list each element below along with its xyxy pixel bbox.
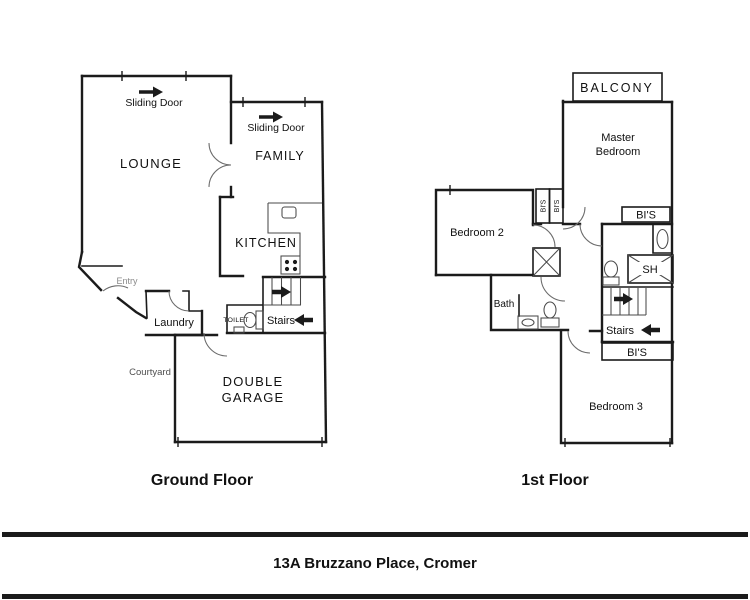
arrow-right-icon bbox=[139, 86, 163, 98]
address-title: 13A Bruzzano Place, Cromer bbox=[273, 555, 477, 572]
sink-icon bbox=[281, 206, 297, 219]
bench-outline bbox=[267, 202, 322, 256]
arrow-right-icon bbox=[614, 293, 633, 305]
linen-cupboard-box bbox=[532, 247, 561, 277]
bis-label-vertical: BI'S bbox=[541, 199, 548, 212]
stove-icon bbox=[280, 255, 301, 275]
first-floor-fixtures bbox=[517, 228, 669, 330]
tick-mark bbox=[449, 185, 671, 447]
ground-toilet-fixture bbox=[233, 310, 264, 334]
builtin-wardrobe-box bbox=[548, 188, 564, 224]
master-bedroom-label-line1: Master bbox=[601, 132, 635, 144]
door-arc bbox=[208, 142, 232, 166]
master-bedroom-label-line2: Bedroom bbox=[596, 146, 641, 158]
stove-burners-icon bbox=[284, 259, 298, 272]
shower-box bbox=[627, 254, 674, 284]
shower-outline bbox=[627, 254, 674, 284]
toilet-label: TOILET bbox=[223, 317, 248, 324]
wall bbox=[489, 273, 570, 332]
arrow-left-icon bbox=[641, 324, 660, 336]
arrow-right-icon bbox=[259, 111, 283, 123]
first-floor-walls bbox=[434, 72, 675, 447]
bis-label-master: BI'S bbox=[636, 210, 656, 222]
wall bbox=[182, 290, 203, 312]
first-floor-labels: BALCONY Master Bedroom Bedroom 2 BI'S BI… bbox=[450, 81, 658, 489]
kitchen-label: KITCHEN bbox=[235, 236, 297, 250]
vanity-icon bbox=[517, 315, 539, 330]
door-arc bbox=[540, 276, 566, 302]
stairs-label: Stairs bbox=[267, 315, 296, 327]
family-label: FAMILY bbox=[255, 149, 305, 163]
door-arc bbox=[579, 223, 603, 247]
sliding-door-label: Sliding Door bbox=[247, 122, 305, 134]
door-arc bbox=[203, 332, 228, 357]
sliding-door-label: Sliding Door bbox=[125, 97, 183, 109]
first-floor-arrows bbox=[614, 293, 660, 336]
footer: 13A Bruzzano Place, Cromer bbox=[2, 532, 748, 599]
toilet-cistern-icon bbox=[255, 310, 264, 330]
bath-label: Bath bbox=[494, 299, 515, 310]
ground-floor-arrows bbox=[139, 86, 313, 326]
builtin-wardrobe-box bbox=[621, 206, 671, 223]
door-arc bbox=[567, 330, 591, 354]
bis-label-vertical: BI'S bbox=[554, 199, 561, 212]
kitchen-bench bbox=[267, 202, 322, 275]
balcony-label: BALCONY bbox=[580, 81, 654, 95]
cross-icon bbox=[532, 247, 561, 277]
basin-icon bbox=[521, 318, 535, 327]
ground-floor-title: Ground Floor bbox=[151, 472, 253, 489]
linen-cupboard bbox=[532, 247, 561, 277]
first-floor-plan: BALCONY Master Bedroom Bedroom 2 BI'S BI… bbox=[434, 72, 675, 489]
divider-rule-bottom bbox=[2, 594, 748, 599]
ground-floor-labels: Sliding Door LOUNGE Sliding Door FAMILY … bbox=[116, 97, 305, 489]
wall bbox=[218, 195, 245, 278]
lounge-label: LOUNGE bbox=[120, 156, 182, 171]
basin-icon bbox=[656, 228, 669, 250]
divider-rule-top bbox=[2, 532, 748, 537]
ground-floor-plan: Sliding Door LOUNGE Sliding Door FAMILY … bbox=[77, 71, 328, 489]
shower-label: SH bbox=[642, 264, 657, 276]
wall bbox=[116, 296, 148, 320]
tick-mark bbox=[121, 71, 323, 447]
arrow-right-icon bbox=[272, 286, 291, 298]
door-arc bbox=[532, 224, 556, 248]
door-arc bbox=[102, 285, 129, 292]
bis-label-bedroom3: BI'S bbox=[627, 347, 647, 359]
door-arc bbox=[168, 290, 190, 312]
wall bbox=[77, 250, 103, 292]
ground-floor-door-arcs bbox=[102, 142, 232, 357]
laundry-label: Laundry bbox=[154, 317, 194, 329]
builtin-wardrobe-box bbox=[601, 342, 674, 361]
toilet-cistern-icon bbox=[540, 317, 560, 328]
entry-label: Entry bbox=[116, 276, 138, 286]
door-arc bbox=[208, 164, 232, 188]
toilet-cistern-icon bbox=[602, 276, 620, 286]
bedroom3-label: Bedroom 3 bbox=[589, 401, 643, 413]
wall bbox=[226, 304, 264, 334]
first-floor-door-arcs bbox=[532, 206, 603, 354]
bedroom2-label: Bedroom 2 bbox=[450, 227, 504, 239]
shower-label-bg bbox=[637, 262, 663, 275]
wall bbox=[145, 290, 148, 319]
first-floor-title: 1st Floor bbox=[521, 472, 589, 489]
stairs-label: Stairs bbox=[606, 325, 635, 337]
garage-label-line2: GARAGE bbox=[222, 390, 285, 405]
wall bbox=[652, 224, 673, 254]
wall bbox=[320, 100, 328, 444]
courtyard-label: Courtyard bbox=[129, 367, 171, 378]
wall bbox=[434, 188, 535, 277]
door-arc bbox=[562, 206, 586, 230]
stair-treads bbox=[602, 288, 647, 316]
arrow-left-icon bbox=[294, 314, 313, 326]
toilet-icon bbox=[603, 260, 619, 278]
wall bbox=[559, 329, 674, 445]
ground-floor-walls bbox=[77, 71, 328, 447]
basin-icon bbox=[233, 326, 245, 334]
toilet-icon bbox=[243, 311, 257, 329]
garage-label-line1: DOUBLE bbox=[223, 374, 284, 389]
toilet-icon bbox=[543, 301, 557, 319]
